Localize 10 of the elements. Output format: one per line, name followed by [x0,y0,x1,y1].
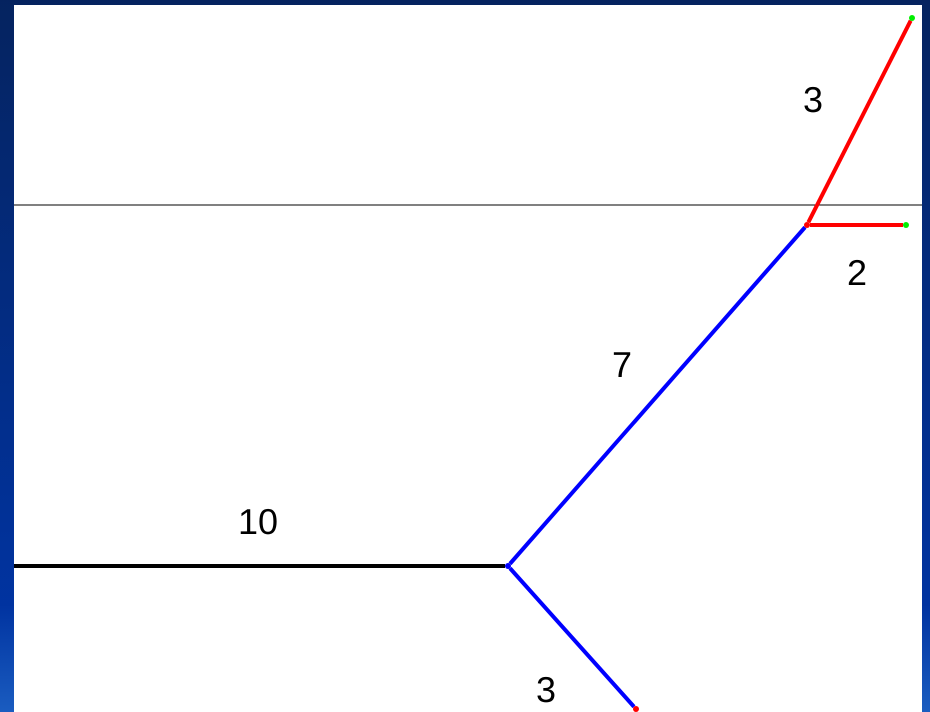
branch-line [810,223,903,227]
edge-label: 3 [802,82,824,118]
branch-line [508,566,636,708]
edge-label: 2 [846,255,868,291]
edge-label: 10 [238,504,278,540]
branch-line [806,20,912,224]
edge-label: 3 [536,672,556,708]
branch-line [508,226,807,566]
edge-label: 7 [612,347,632,383]
branch-line [14,564,505,568]
